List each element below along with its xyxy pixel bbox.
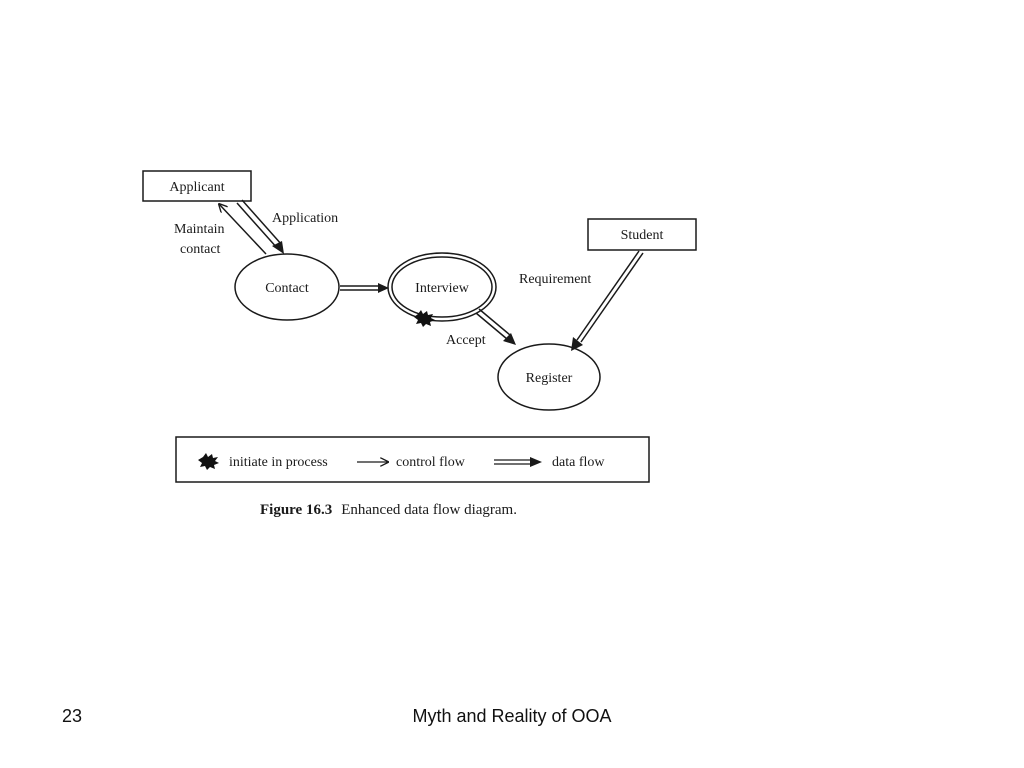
- node-interview-label: Interview: [415, 281, 470, 296]
- node-applicant: Applicant: [142, 170, 252, 202]
- node-student: Student: [587, 218, 697, 251]
- label-application: Application: [272, 211, 338, 226]
- flow-requirement: [571, 250, 644, 351]
- label-maintain-line1: Maintain: [174, 222, 225, 237]
- slide-number: 23: [62, 706, 83, 726]
- flow-application: [236, 199, 284, 254]
- node-contact-label: Contact: [265, 281, 309, 296]
- node-register-label: Register: [526, 371, 573, 386]
- legend-initiate-label: initiate in process: [229, 455, 328, 470]
- slide-footer-title: Myth and Reality of OOA: [412, 706, 612, 726]
- legend: initiate in process control flow data fl…: [175, 436, 650, 483]
- initiate-star-icon: [414, 310, 435, 327]
- node-contact: Contact: [234, 253, 340, 321]
- legend-data-label: data flow: [552, 455, 605, 470]
- figure-caption: Figure 16.3 Enhanced data flow diagram.: [260, 501, 517, 518]
- flow-accept: [475, 308, 516, 345]
- figure-caption-text: Enhanced data flow diagram.: [341, 502, 517, 518]
- node-register: Register: [497, 343, 601, 411]
- label-requirement: Requirement: [519, 272, 591, 287]
- node-applicant-label: Applicant: [169, 180, 224, 195]
- node-interview: Interview: [387, 252, 497, 322]
- label-maintain-line2: contact: [180, 242, 221, 257]
- label-accept: Accept: [446, 333, 486, 348]
- flow-maintain-contact: [219, 204, 267, 255]
- flow-contact-interview: [340, 283, 389, 293]
- figure-caption-number: Figure 16.3: [260, 502, 332, 518]
- legend-data-arrow-icon: [494, 457, 542, 467]
- legend-initiate-star-icon: [198, 453, 219, 470]
- legend-control-label: control flow: [396, 455, 466, 470]
- node-student-label: Student: [621, 228, 664, 243]
